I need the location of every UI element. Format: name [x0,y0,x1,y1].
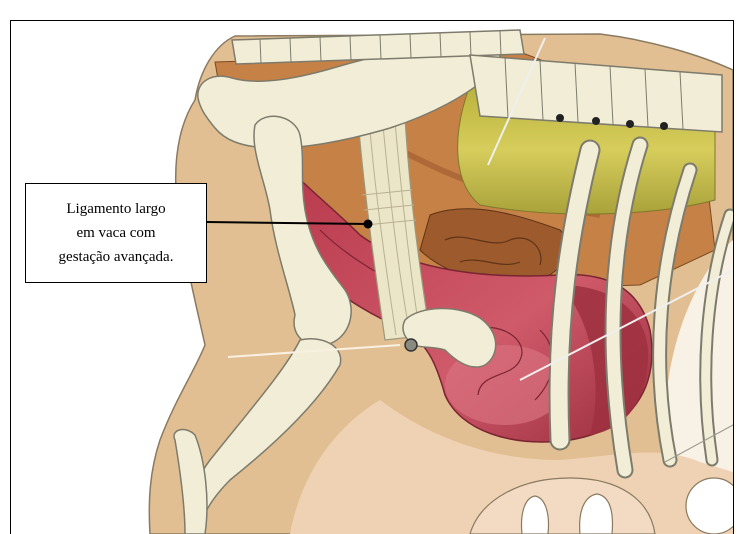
bottom-right-circle [686,478,740,534]
callout-line: em vaca com [76,221,155,245]
intervertebral-foramen [660,122,668,130]
obturator-foramen [405,339,417,351]
callout-line: Ligamento largo [66,197,165,221]
callout-pointer-dot [364,220,373,229]
callout-line: gestação avançada. [59,245,174,269]
callout-box: Ligamento largo em vaca com gestação ava… [25,183,207,283]
intervertebral-foramen [556,114,564,122]
intervertebral-foramen [626,120,634,128]
intervertebral-foramen [592,117,600,125]
